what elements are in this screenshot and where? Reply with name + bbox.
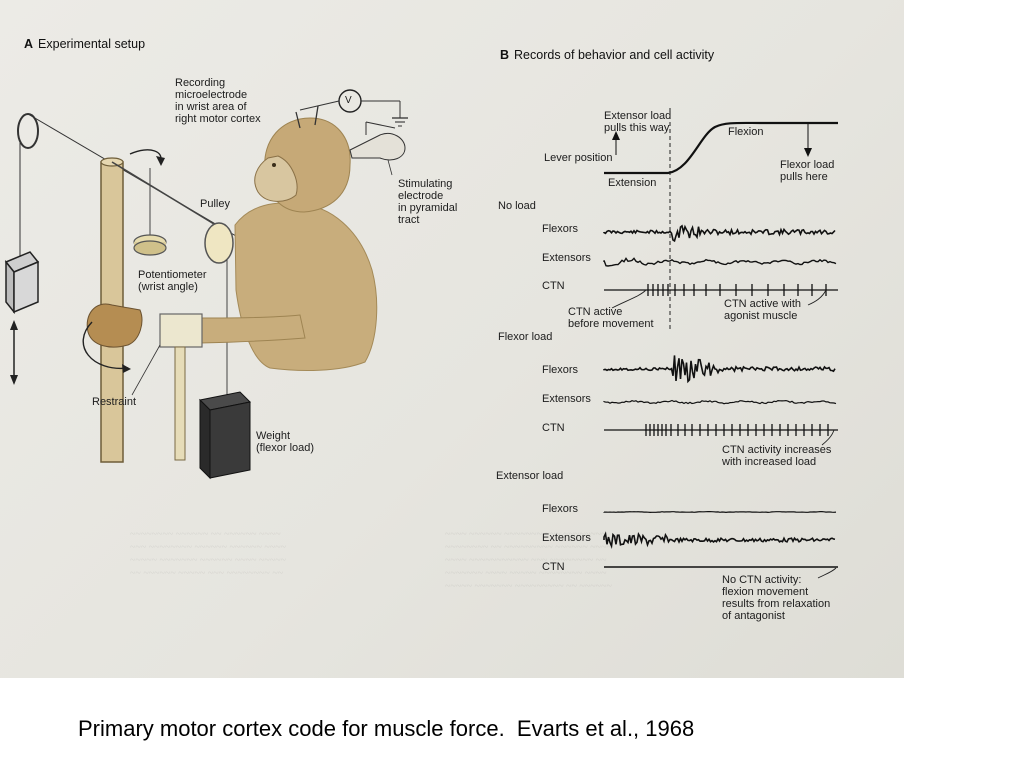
trace-label-extensors: Extensors bbox=[542, 252, 591, 264]
trace-flexorload-extensors bbox=[603, 399, 837, 405]
trace-label-ctn: CTN bbox=[542, 280, 565, 292]
label-weight: Weight (flexor load) bbox=[256, 430, 315, 454]
trace-label-flexors: Flexors bbox=[542, 223, 579, 235]
label-recording-microelectrode: Recording microelectrode in wrist area o… bbox=[175, 77, 261, 125]
condition-title-no-load: No load bbox=[498, 200, 536, 212]
rotation-arrow-icon bbox=[129, 149, 162, 163]
trace-label-extensors: Extensors bbox=[542, 393, 591, 405]
label-restraint: Restraint bbox=[92, 396, 137, 408]
lever-position-trace bbox=[604, 121, 838, 175]
weight-block bbox=[198, 391, 252, 480]
label-lever-position: Lever position bbox=[544, 152, 613, 164]
counterweight-box bbox=[4, 251, 40, 315]
label-pulley: Pulley bbox=[200, 198, 230, 210]
trace-label-ctn: CTN bbox=[542, 561, 565, 573]
pulley-wheel bbox=[204, 222, 234, 264]
trace-label-extensors: Extensors bbox=[542, 532, 591, 544]
label-flexor-pull: Flexor load pulls here bbox=[780, 159, 835, 183]
label-extensor-pull: Extensor load pulls this way bbox=[604, 110, 672, 134]
trace-extensorload-extensors bbox=[603, 531, 836, 549]
annotation-no-ctn-activity: No CTN activity: flexion movement result… bbox=[722, 574, 831, 622]
restraint-cuff bbox=[159, 313, 203, 348]
wrist-rotation-arrow-icon bbox=[82, 321, 129, 370]
trace-label-ctn: CTN bbox=[542, 422, 565, 434]
slide-caption: Primary motor cortex code for muscle for… bbox=[78, 716, 695, 741]
label-extension: Extension bbox=[608, 177, 657, 189]
condition-title-flexor-load: Flexor load bbox=[498, 331, 553, 343]
condition-title-extensor-load: Extensor load bbox=[496, 470, 564, 482]
label-flexion: Flexion bbox=[728, 126, 764, 138]
label-stimulating-electrode: Stimulating electrode in pyramidal tract bbox=[398, 178, 458, 226]
trace-label-flexors: Flexors bbox=[542, 503, 579, 515]
annotation-ctn-increased-load: CTN activity increases with increased lo… bbox=[722, 444, 832, 468]
annotation-ctn-agonist: CTN active with agonist muscle bbox=[724, 298, 802, 322]
trace-label-flexors: Flexors bbox=[542, 364, 579, 376]
trace-flexorload-flexors bbox=[603, 355, 836, 384]
trace-noload-extensors bbox=[603, 257, 837, 267]
figure-drawing bbox=[4, 89, 838, 579]
bleed-through-text-left: ~~~~~~~~ ~~~~~~ ~~ ~~~~~~ ~~~~ ~~~ ~~~~~… bbox=[130, 529, 287, 579]
trace-noload-flexors bbox=[603, 224, 836, 243]
bleed-through-text: ~~~~ ~~~~~~ ~~~~~~~ ~~~ ~~~~~~~~ ~~~~~~~… bbox=[445, 529, 612, 592]
annotation-ctn-before-movement: CTN active before movement bbox=[568, 306, 654, 330]
trace-flexorload-ctn bbox=[604, 424, 838, 436]
label-voltmeter: V bbox=[345, 95, 352, 106]
stimulator-icon bbox=[349, 133, 406, 161]
wheel-pulley-icon bbox=[17, 113, 39, 149]
trace-noload-ctn bbox=[604, 284, 838, 296]
trace-extensorload-flexors bbox=[603, 511, 837, 514]
textbook-figure-photo: ~~~~ ~~~~~~ ~~~~~~~ ~~~ ~~~~~~~~ ~~~~~~~… bbox=[0, 0, 904, 678]
label-potentiometer: Potentiometer (wrist angle) bbox=[138, 269, 207, 293]
